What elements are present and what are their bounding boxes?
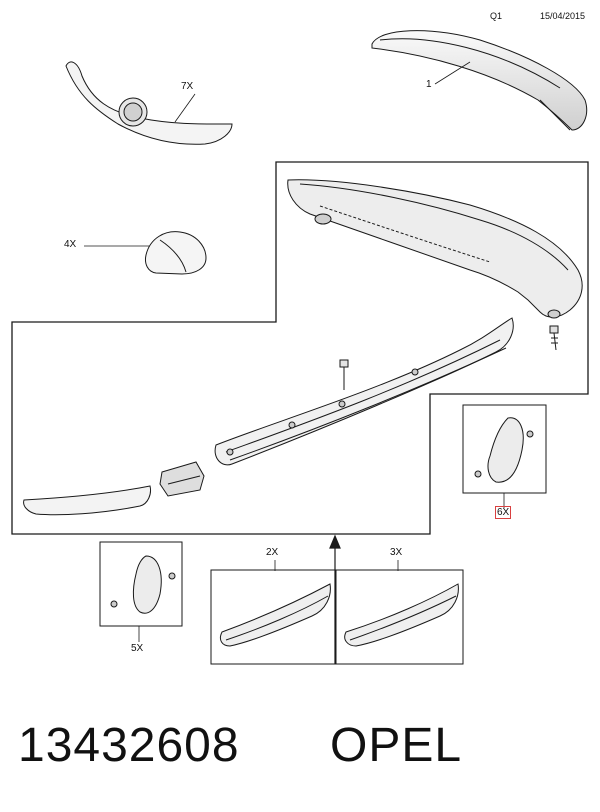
part-number: 13432608: [18, 719, 240, 772]
bumper-screw: [549, 325, 559, 351]
mudflap-front: [110, 555, 176, 614]
header-date: 15/04/2015: [540, 11, 586, 21]
mirror-cap: [145, 231, 207, 275]
mudflap-rear-label: 6X: [495, 506, 512, 519]
trim-strip: [23, 485, 151, 516]
callout-grille: 7X: [181, 81, 194, 92]
sill-front-box: [210, 569, 336, 665]
callout-sill-front: 2X: [266, 547, 279, 558]
mudflap-front-box: [99, 541, 183, 627]
brand-name: OPEL: [330, 719, 463, 772]
leader-grille: [174, 93, 196, 123]
header-quarter: Q1: [490, 11, 503, 21]
rear-bumper-diffuser: [287, 179, 583, 319]
grille-bar: [65, 61, 233, 145]
callout-mirror-cap: 4X: [64, 239, 77, 250]
sill-clip: [339, 359, 349, 390]
main-frame: [11, 161, 589, 535]
mudflap-rear: [474, 417, 534, 483]
sill-rear-detail: [344, 583, 459, 647]
callout-mudflap-rear: 6X: [495, 506, 512, 519]
sill-rear-box: [335, 569, 464, 665]
connector-block: [159, 461, 205, 497]
callout-spoiler: 1: [426, 79, 432, 90]
side-sill: [214, 317, 514, 466]
mudflap-rear-box: [462, 404, 547, 494]
leader-spoiler: [434, 61, 471, 85]
rear-spoiler: [371, 30, 588, 131]
callout-sill-rear: 3X: [390, 547, 403, 558]
callout-mudflap-front: 5X: [131, 643, 144, 654]
sill-front-detail: [219, 583, 331, 647]
